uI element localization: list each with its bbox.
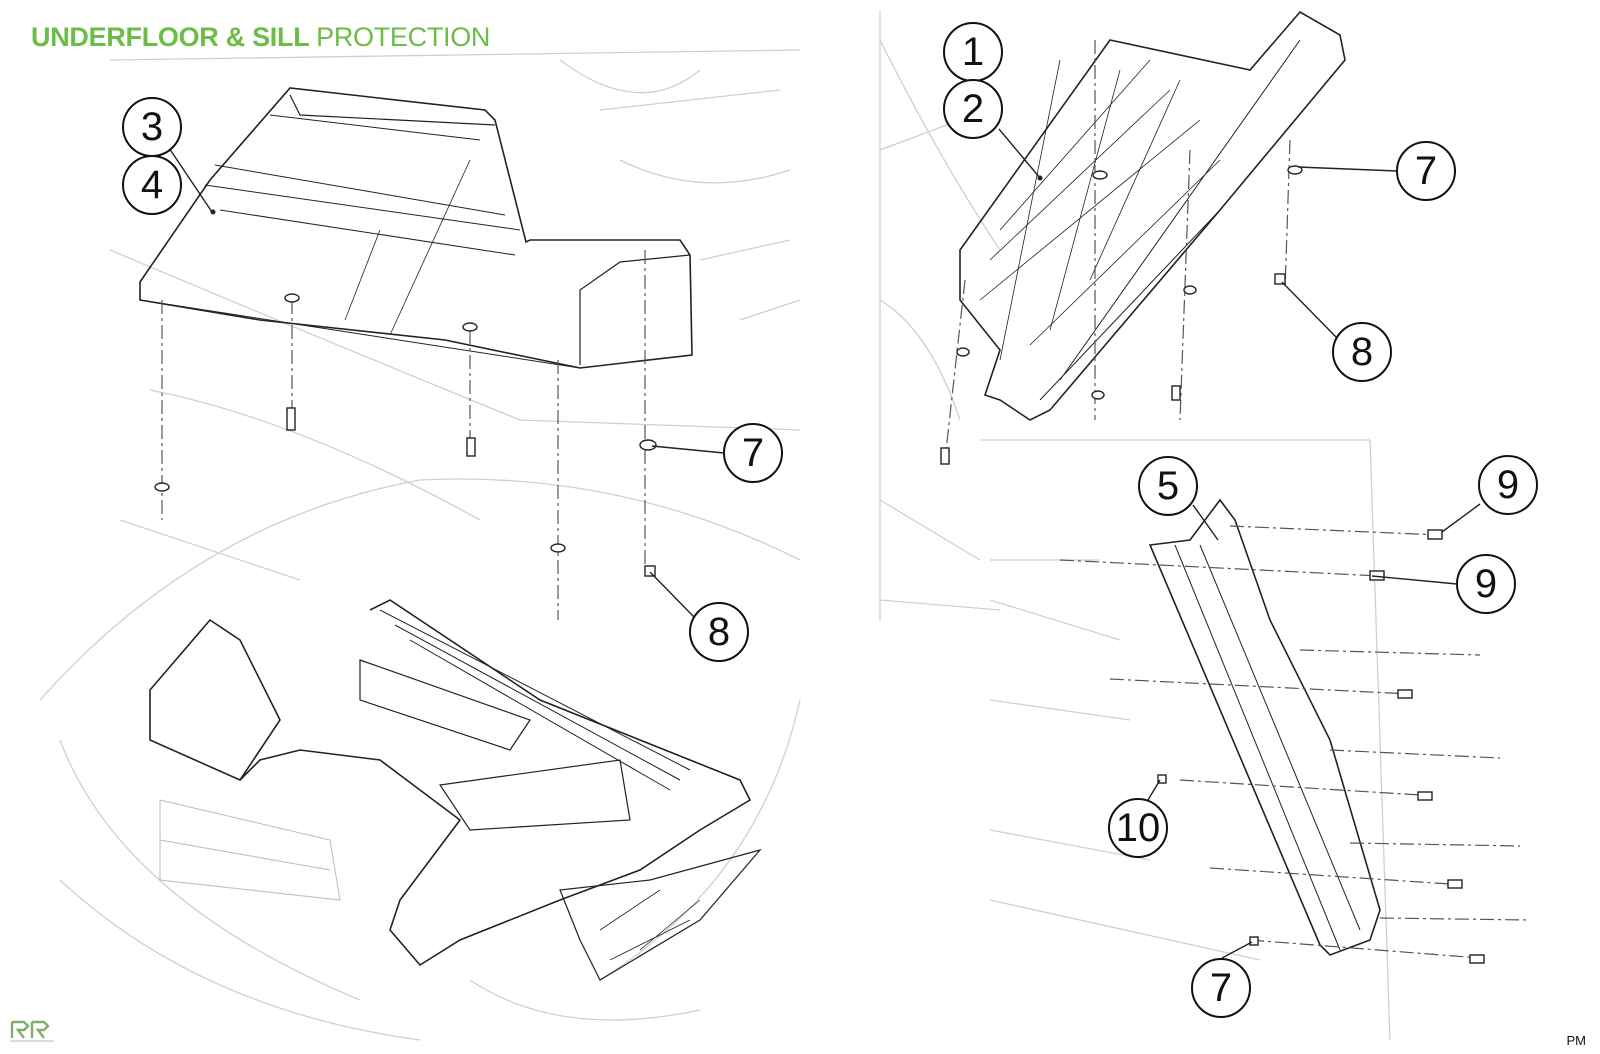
callout-7-bottom-right: 7	[1191, 958, 1251, 1018]
callout-7-top-right-label: 7	[1415, 149, 1437, 193]
callout-7-left-label: 7	[742, 431, 764, 475]
callout-7-bottom-right-label: 7	[1210, 966, 1232, 1010]
fastener-lines	[161, 40, 1531, 959]
leader-dots	[210, 175, 1043, 215]
inner-sill-panel	[959, 10, 1346, 421]
callout-3: 3	[122, 97, 182, 157]
callout-10-label: 10	[1116, 806, 1161, 850]
title-bold: UNDERFLOOR & SILL	[31, 22, 309, 52]
rr-logo-icon	[10, 1020, 54, 1042]
outer-sill-cover	[1148, 498, 1381, 956]
callout-5-label: 5	[1157, 464, 1179, 508]
callout-8-right-label: 8	[1351, 330, 1373, 374]
page-title: UNDERFLOOR & SILL PROTECTION	[31, 22, 490, 53]
underfloor-panel	[139, 87, 693, 369]
callout-9-lower: 9	[1456, 554, 1516, 614]
callout-9-upper-label: 9	[1497, 463, 1519, 507]
callout-9-lower-label: 9	[1475, 562, 1497, 606]
callout-2: 2	[943, 79, 1003, 139]
callout-7-left: 7	[723, 423, 783, 483]
callout-2-label: 2	[962, 87, 984, 131]
callout-5: 5	[1138, 456, 1198, 516]
callout-8-right: 8	[1332, 322, 1392, 382]
callout-8-left: 8	[689, 602, 749, 662]
callout-1-label: 1	[962, 30, 984, 74]
pm-label: PM	[1566, 1033, 1587, 1048]
title-light: PROTECTION	[316, 22, 491, 52]
callout-8-left-label: 8	[708, 610, 730, 654]
callout-9-upper: 9	[1478, 455, 1538, 515]
fasteners	[154, 165, 1485, 964]
floor-assembly	[149, 599, 762, 981]
callout-10: 10	[1108, 798, 1168, 858]
leader-lines	[166, 128, 1481, 959]
callout-4: 4	[122, 155, 182, 215]
background-body-structure	[39, 10, 1391, 1041]
callout-4-label: 4	[141, 163, 163, 207]
callout-1: 1	[943, 22, 1003, 82]
callout-7-top-right: 7	[1396, 141, 1456, 201]
callout-3-label: 3	[141, 105, 163, 149]
